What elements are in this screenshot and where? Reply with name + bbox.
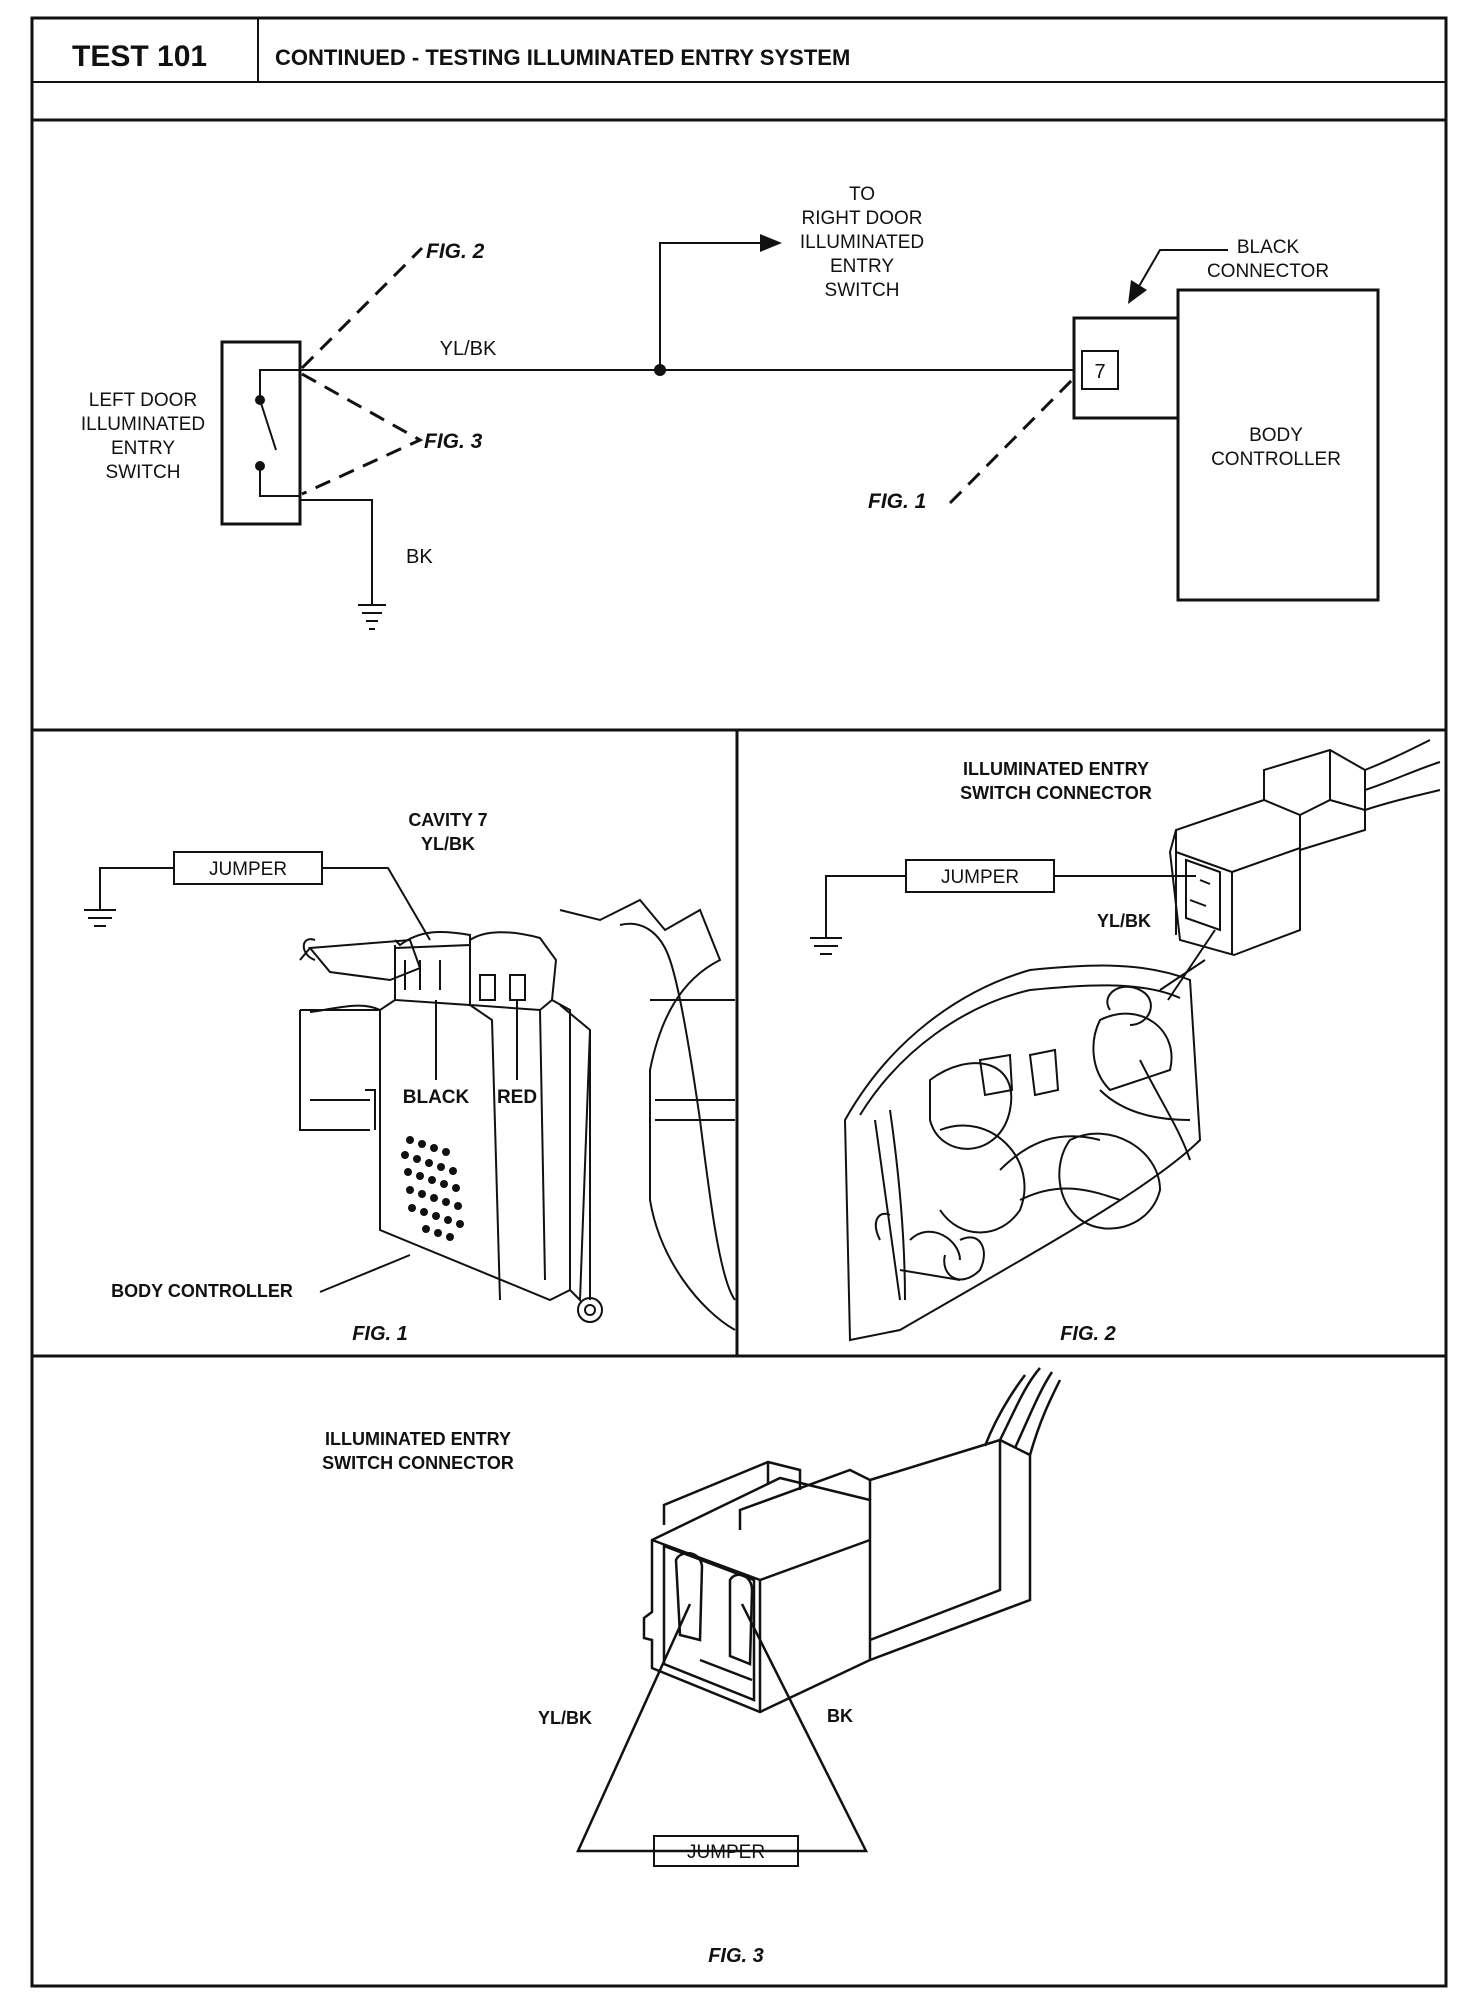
fig3-panel: ILLUMINATED ENTRY SWITCH CONNECTOR JUMPE… xyxy=(322,1367,1062,1967)
ground-icon xyxy=(358,604,386,630)
wire-label-yl-bk: YL/BK xyxy=(440,338,497,360)
black-connector-leader xyxy=(1137,249,1228,289)
wire-label-bk: BK xyxy=(406,546,433,568)
body-controller-label-1: BODY xyxy=(1249,425,1303,446)
ground-icon xyxy=(84,909,116,927)
body-controller-box xyxy=(1176,288,1380,602)
fig3-jumper-label: JUMPER xyxy=(687,1842,765,1863)
right-door-label-2: RIGHT DOOR xyxy=(801,208,922,229)
wire-to-right-door xyxy=(659,242,760,370)
arrow-right-door xyxy=(760,234,782,252)
pin-7-label: 7 xyxy=(1094,361,1105,383)
fig2-connector-title-1: ILLUMINATED ENTRY xyxy=(963,759,1149,779)
right-door-label-4: ENTRY xyxy=(830,256,894,277)
left-switch-label-3: ENTRY xyxy=(111,438,175,459)
body-controller-label-2: CONTROLLER xyxy=(1211,449,1341,470)
fig3-jumper-box xyxy=(653,1835,799,1867)
right-door-label-5: SWITCH xyxy=(825,280,900,301)
page-border xyxy=(30,16,1448,1988)
fig3-switch-connector-illustration xyxy=(642,1367,1062,1714)
fig1-caption: FIG. 1 xyxy=(352,1323,408,1345)
body-controller-illustration xyxy=(299,898,736,1331)
fig1-callout: FIG. 1 xyxy=(868,490,926,513)
fig1-panel: CAVITY 7 YL/BK JUMPER xyxy=(84,810,736,1345)
fig1-cavity-label-1: CAVITY 7 xyxy=(408,810,487,830)
right-door-label-3: ILLUMINATED xyxy=(800,232,924,253)
fig2-door-illustration xyxy=(843,959,1206,1342)
fig3-wire-right-label: BK xyxy=(827,1706,853,1726)
left-switch-box xyxy=(220,340,302,526)
fig1-body-controller-label: BODY CONTROLLER xyxy=(111,1281,293,1301)
leader-fig1 xyxy=(948,376,1076,505)
page-title: CONTINUED - TESTING ILLUMINATED ENTRY SY… xyxy=(275,45,850,70)
fig3-connector-title-1: ILLUMINATED ENTRY xyxy=(325,1429,511,1449)
wire-bk xyxy=(300,499,373,605)
fig2-callout: FIG. 2 xyxy=(426,240,485,263)
fig1-body-controller-leader xyxy=(319,1254,411,1293)
fig3-caption: FIG. 3 xyxy=(708,1945,764,1967)
fig1-red-label: RED xyxy=(497,1087,537,1108)
pin-7-box xyxy=(1081,350,1119,390)
leader-fig2 xyxy=(300,246,424,370)
ground-icon xyxy=(810,937,842,955)
right-door-label-1: TO xyxy=(849,184,875,205)
wiring-schematic: 7 FIG. 2 FIG. 3 FIG. 1 YL/BK BK LEFT DOO… xyxy=(81,184,1380,630)
fig2-jumper-ground-wire xyxy=(825,875,906,938)
black-connector-label-2: CONNECTOR xyxy=(1207,261,1329,282)
fig2-caption: FIG. 2 xyxy=(1060,1323,1116,1345)
fig1-jumper-probe-wire xyxy=(322,867,431,941)
body-controller-vent-holes xyxy=(401,1136,464,1241)
left-switch-label-1: LEFT DOOR xyxy=(89,390,197,411)
fig3-callout: FIG. 3 xyxy=(424,430,483,453)
fig2-switch-connector-illustration xyxy=(1167,739,1441,1001)
leader-fig3 xyxy=(301,372,424,496)
fig3-wire-left-label: YL/BK xyxy=(538,1708,592,1728)
fig1-jumper-label: JUMPER xyxy=(209,859,287,880)
fig2-panel: ILLUMINATED ENTRY SWITCH CONNECTOR JUMPE… xyxy=(810,739,1441,1345)
left-switch-label-4: SWITCH xyxy=(106,462,181,483)
left-switch-label-2: ILLUMINATED xyxy=(81,414,205,435)
black-connector-label-1: BLACK xyxy=(1237,237,1300,258)
fig3-jumper-leads xyxy=(576,1603,869,1853)
switch-blade xyxy=(259,399,277,451)
fig1-black-label: BLACK xyxy=(403,1087,470,1108)
fig3-connector-title-2: SWITCH CONNECTOR xyxy=(322,1453,514,1473)
fig1-jumper-ground-wire xyxy=(99,867,174,910)
fig1-cavity-label-2: YL/BK xyxy=(421,834,475,854)
test-id: TEST 101 xyxy=(72,40,207,73)
fig2-jumper-label: JUMPER xyxy=(941,867,1019,888)
fig2-connector-title-2: SWITCH CONNECTOR xyxy=(960,783,1152,803)
arrow-black-connector xyxy=(1128,280,1147,304)
fig2-wire-label: YL/BK xyxy=(1097,911,1151,931)
switch-bottom-lead xyxy=(259,466,300,497)
black-connector-box xyxy=(1072,316,1180,420)
switch-top-lead xyxy=(259,369,300,400)
